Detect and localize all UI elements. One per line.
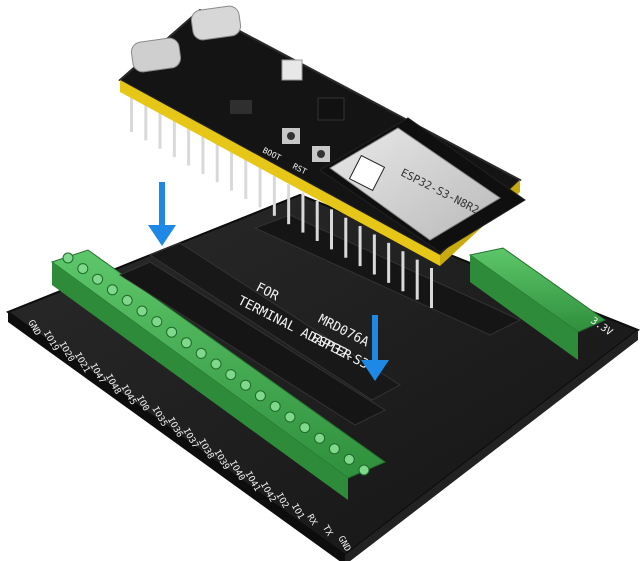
header-pin (344, 217, 348, 258)
terminal-screw (328, 443, 340, 455)
header-pin (415, 259, 419, 300)
terminal-screw (254, 390, 266, 402)
terminal-screw (106, 284, 118, 296)
terminal-screw (299, 422, 311, 434)
terminal-screw (180, 337, 192, 349)
terminal-screw (358, 464, 370, 476)
pin-label: RX (304, 513, 318, 528)
terminal-screw (210, 358, 222, 370)
header-pin (301, 192, 305, 233)
header-pin (330, 209, 333, 250)
terminal-screw (62, 252, 74, 264)
rgb-led (281, 59, 303, 81)
esp32-s3-module: ESP32-S3-N8R2 (319, 117, 526, 253)
usb-c-port (190, 5, 242, 41)
header-pin (130, 92, 133, 132)
right-terminal-block (468, 247, 607, 360)
header-pin (272, 175, 276, 216)
header-pin (358, 226, 362, 267)
header-pin (172, 117, 176, 158)
header-pin (215, 142, 219, 183)
terminal-screw (343, 453, 355, 465)
header-pin (387, 242, 391, 283)
pin-label: TX (320, 524, 334, 539)
terminal-screw (136, 305, 148, 317)
header-pin (244, 159, 248, 200)
terminal-screw (195, 347, 207, 359)
header-pin (430, 268, 433, 308)
header-pin (187, 125, 191, 166)
header-pin (315, 200, 319, 241)
header-pin (230, 150, 233, 191)
terminal-screw (166, 326, 178, 338)
terminal-screw (240, 379, 252, 391)
terminal-screw (225, 369, 237, 381)
qr-code-icon (348, 154, 386, 192)
terminal-screw (121, 294, 133, 306)
header-pin (401, 251, 405, 292)
terminal-screw (92, 273, 104, 285)
header-pin (287, 184, 291, 225)
header-pin (258, 167, 262, 208)
terminal-screw (314, 432, 326, 444)
terminal-screw (269, 400, 281, 412)
terminal-screw (151, 316, 163, 328)
down-arrow-icon (148, 182, 176, 246)
header-pin (158, 108, 162, 149)
terminal-screw (284, 411, 296, 423)
header-pin (144, 100, 148, 141)
down-arrow-icon (361, 315, 389, 381)
header-pin (201, 133, 205, 174)
header-pin (372, 234, 376, 275)
dev-board-header-pins (130, 92, 433, 308)
terminal-screw (77, 263, 89, 275)
usb-c-port (130, 37, 182, 73)
left-terminal-block (50, 249, 387, 500)
